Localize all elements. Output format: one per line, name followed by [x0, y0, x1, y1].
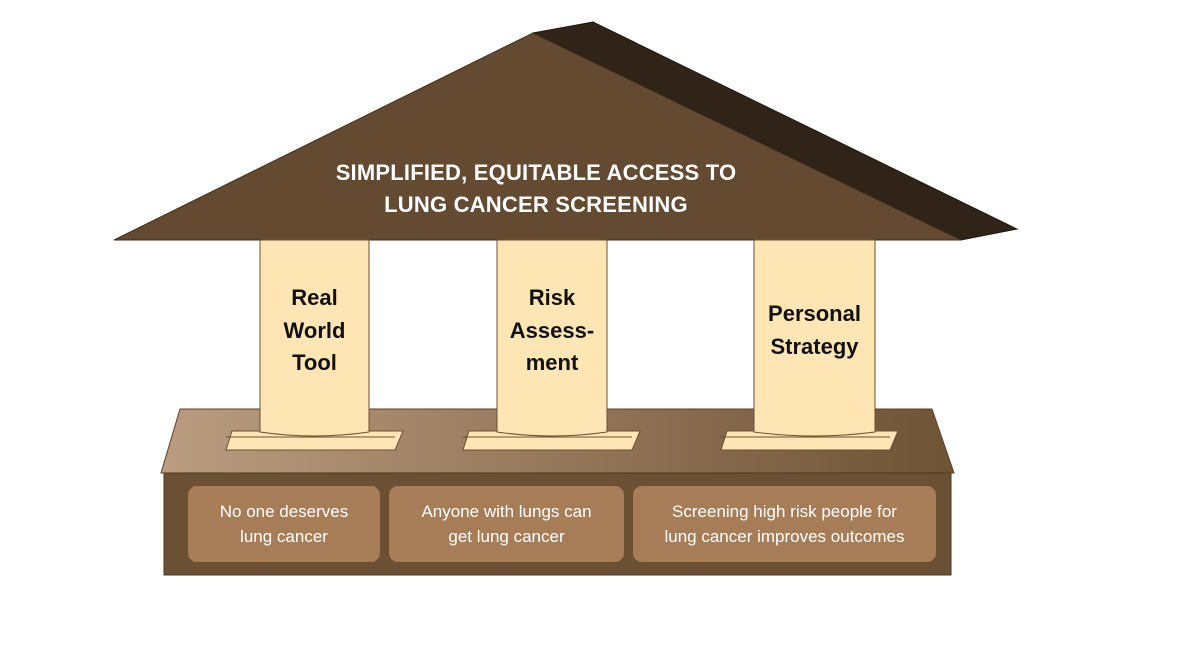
pillar-1-label-line: Tool — [292, 350, 337, 375]
pillar-1-column — [259, 239, 370, 437]
principle-3-line: lung cancer improves outcomes — [664, 527, 905, 546]
pillar-1-label-line: Real — [291, 285, 338, 310]
pillar-3-label: Personal Strategy — [754, 298, 875, 363]
pillar-2-column — [496, 239, 608, 437]
principle-3-line: Screening high risk people for — [672, 502, 897, 521]
roof-title: SIMPLIFIED, EQUITABLE ACCESS TO LUNG CAN… — [260, 157, 812, 221]
pillar-1-label: Real World Tool — [260, 282, 369, 380]
pillar-3 — [720, 239, 899, 451]
principle-box-1: No one deserves lung cancer — [188, 486, 380, 562]
pillar-2 — [462, 239, 641, 451]
principle-box-2: Anyone with lungs can get lung cancer — [389, 486, 624, 562]
pillar-1 — [225, 239, 404, 451]
principle-box-3: Screening high risk people for lung canc… — [633, 486, 936, 562]
principle-1-line: No one deserves — [219, 502, 349, 521]
pillar-2-label: Risk Assess- ment — [497, 282, 607, 380]
principle-1-line: lung cancer — [240, 527, 328, 546]
roof-title-line-1: SIMPLIFIED, EQUITABLE ACCESS TO — [335, 160, 737, 185]
pillar-3-column — [753, 239, 876, 437]
pillar-1-label-line: World — [283, 317, 346, 343]
pillar-3-label-line: Personal — [768, 301, 861, 326]
pillar-2-label-line: Assess- — [509, 317, 595, 343]
principle-2-line: Anyone with lungs can — [421, 502, 592, 521]
pillar-2-label-line: ment — [525, 350, 579, 375]
principle-2-line: get lung cancer — [448, 527, 565, 546]
pillar-2-label-line: Risk — [528, 285, 576, 310]
pillar-3-label-line: Strategy — [770, 333, 859, 359]
roof-title-line-2: LUNG CANCER SCREENING — [384, 192, 688, 217]
